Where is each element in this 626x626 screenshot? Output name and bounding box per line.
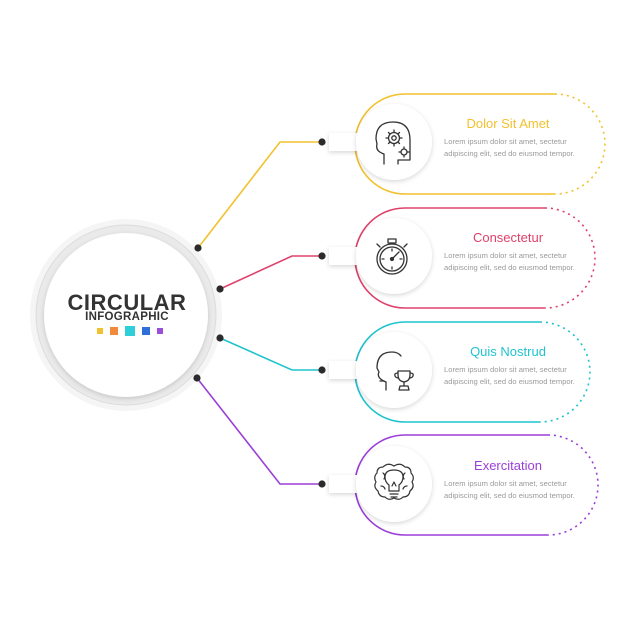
head-trophy-icon [376,351,414,391]
hub-title: CIRCULAR [67,290,187,315]
hub-swatch-2 [110,327,118,335]
item-title-4: Exercitation [474,458,542,473]
connector-dot-2 [318,252,326,260]
item-title-2: Consectetur [472,230,544,245]
stopwatch-icon [376,238,408,275]
item-1-frame [194,92,607,252]
hub-swatch-1 [97,328,103,334]
capsule-dotted-arc-1 [554,93,606,195]
hub-swatch-4 [142,327,150,335]
connector-dot-4 [318,480,326,488]
connector-line-2 [219,255,322,290]
connector-dot-3 [318,366,326,374]
capsule-dotted-arc-2 [544,207,596,309]
head-gear-icon [375,121,411,165]
item-title-3: Quis Nostrud [470,344,546,359]
connector-line-4 [196,377,322,485]
connector-line-3 [219,337,322,371]
item-4-frame [193,374,600,537]
capsule-dotted-arc-3 [539,321,591,423]
brain-bulb-icon [374,463,414,500]
hub-dot-2 [216,285,224,293]
item-text-3: Lorem ipsum dolor sit amet, sectetur adi… [444,365,575,387]
icon-badge-4 [356,446,432,522]
item-2-frame [216,206,597,310]
connector-dot-1 [318,138,326,146]
hub-swatch-5 [157,328,163,334]
hub-swatch-3 [125,326,135,336]
item-text-2: Lorem ipsum dolor sit amet, sectetur adi… [444,251,575,273]
item-text-1: Lorem ipsum dolor sit amet, sectetur adi… [444,137,575,159]
hub-dot-1 [194,244,202,252]
icon-badge-2 [356,218,432,294]
hub-dot-3 [216,334,224,342]
hub-circle [30,219,222,411]
item-text-4: Lorem ipsum dolor sit amet, sectetur adi… [444,479,575,501]
item-3-frame [216,320,592,424]
icon-badge-1 [356,104,432,180]
connector-line-1 [197,141,322,249]
capsule-dotted-arc-4 [547,434,599,536]
item-title-1: Dolor Sit Amet [466,116,550,131]
hub-subtitle: INFOGRAPHIC [85,311,169,323]
hub-dot-4 [193,374,201,382]
icon-badge-3 [356,332,432,408]
